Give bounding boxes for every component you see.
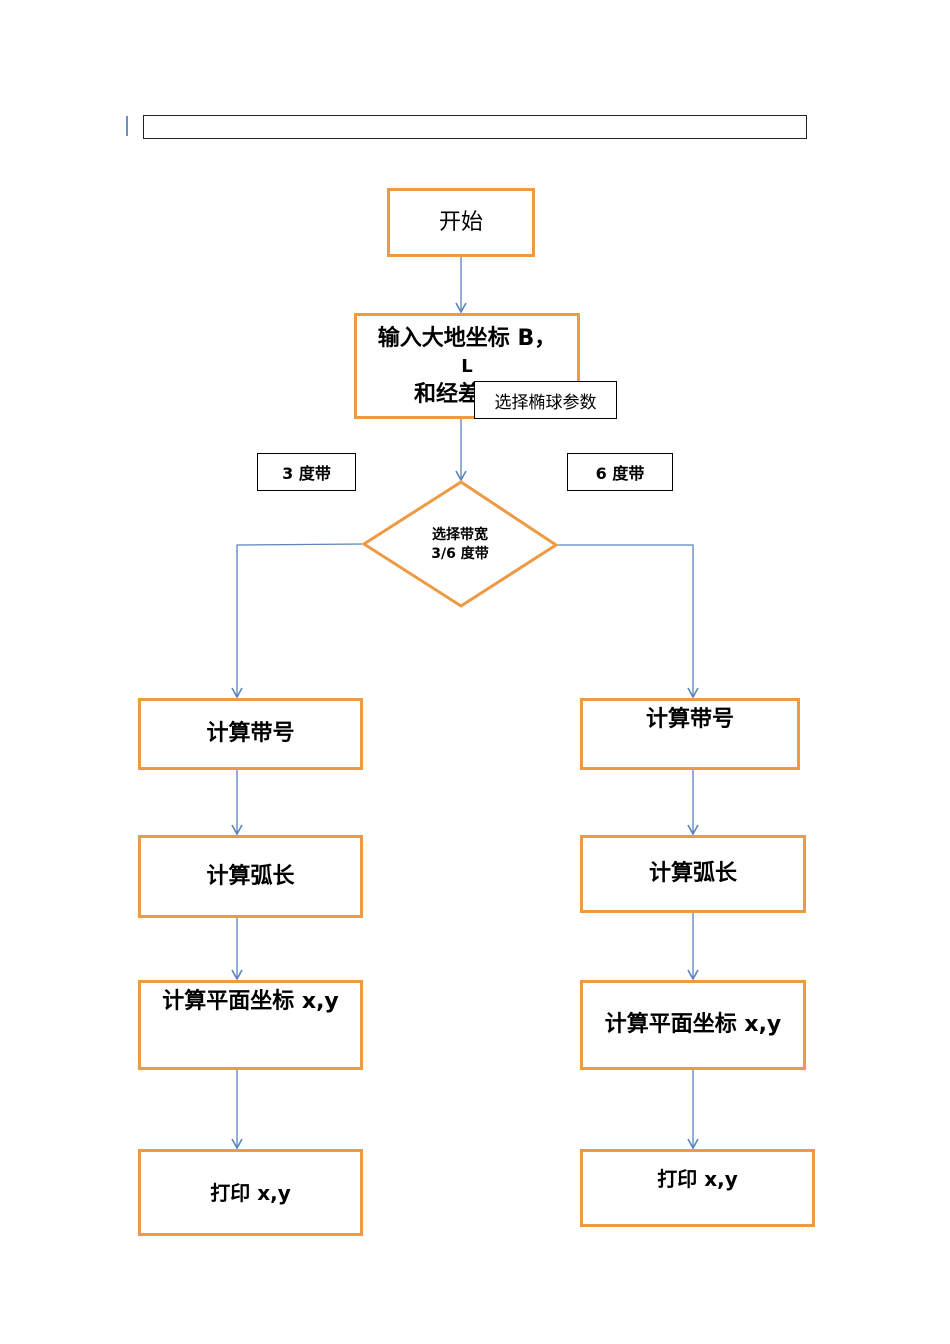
right-plane-box: 计算平面坐标 x,y [580,980,806,1070]
left-arc-label: 计算弧长 [206,863,295,889]
input-label-line1: 输入大地坐标 B， [377,326,557,351]
ellipsoid-parameter-text: 选择椭球参数 [494,392,597,413]
left-plane-label: 计算平面坐标 x,y [162,989,339,1014]
decision-label-line2: 3/6 度带 [431,546,489,562]
band-6-label: 6 度带 [567,453,673,491]
input-label-line3: 和经差 [413,382,480,407]
right-plane-label: 计算平面坐标 x,y [604,1012,782,1037]
left-arc-box: 计算弧长 [138,835,363,918]
band-3-label: 3 度带 [257,453,356,491]
band-6-text: 6 度带 [595,464,645,483]
start-box: 开始 [387,188,535,257]
left-print-label: 打印 x,y [210,1180,291,1205]
left-zone-box: 计算带号 [138,698,363,770]
right-print-box: 打印 x,y [580,1149,815,1227]
band-3-text: 3 度带 [282,464,331,483]
left-print-box: 打印 x,y [138,1149,363,1236]
ellipsoid-parameter-label: 选择椭球参数 [474,381,617,419]
input-label-line2: L [461,356,473,377]
empty-text-field[interactable] [143,115,807,139]
arrow-decision-to-left [231,543,365,699]
decision-diamond [361,480,559,608]
right-arc-label: 计算弧长 [648,861,737,886]
start-label: 开始 [438,209,483,235]
right-print-label: 打印 x,y [657,1167,738,1191]
left-plane-box: 计算平面坐标 x,y [138,980,363,1070]
left-zone-label: 计算带号 [206,721,295,746]
text-cursor [126,116,128,136]
right-zone-label: 计算带号 [645,707,734,732]
arrow-decision-to-right [556,544,699,699]
decision-text: 选择带宽 3/6 度带 [410,526,510,564]
decision-label-line1: 选择带宽 [432,527,488,543]
right-zone-box: 计算带号 [580,698,800,770]
right-arc-box: 计算弧长 [580,835,806,913]
